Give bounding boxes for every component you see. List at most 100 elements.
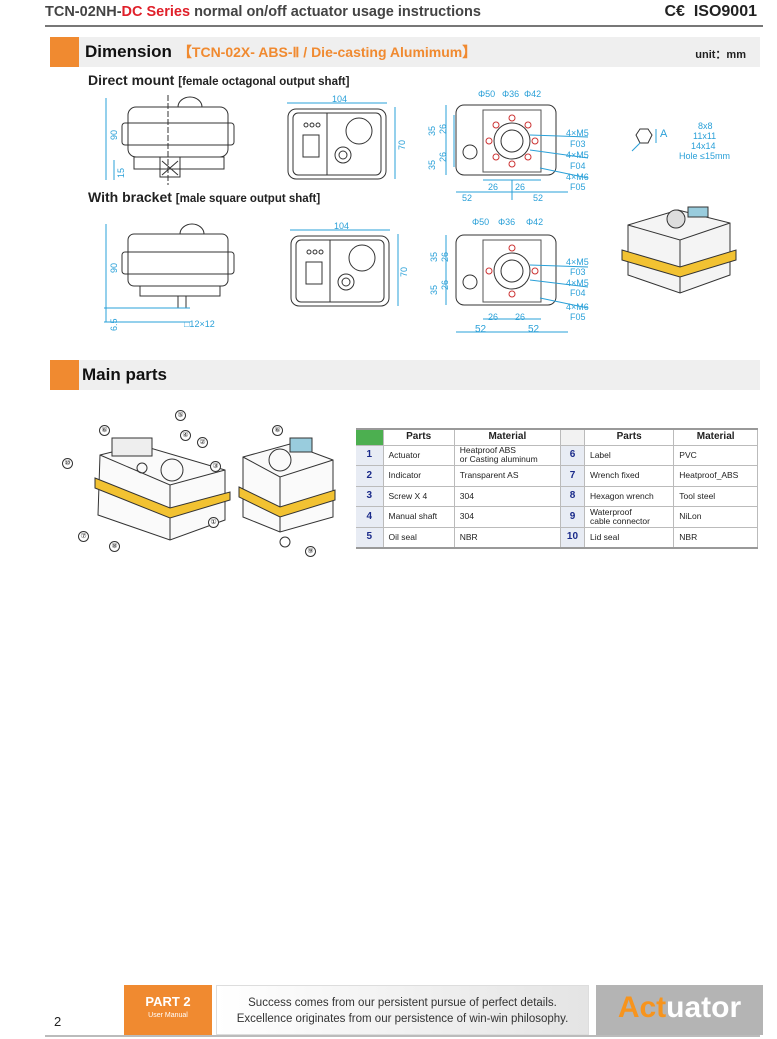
header-divider [45, 25, 763, 27]
with-bracket-heading: With bracket [male square output shaft] [88, 189, 320, 205]
flange-m5-f03-bracket: 4×M5 [566, 257, 589, 267]
dimension-title: Dimension [85, 42, 172, 61]
part-number: 1 [356, 445, 384, 466]
dimension-banner: Dimension 【TCN-02X- ABS-Ⅱ / Die-casting A… [50, 37, 760, 67]
part-name: Screw X 4 [383, 486, 455, 507]
dim-depth-70-bracket: 70 [399, 266, 409, 277]
octagonal-shaft-icon [631, 128, 657, 152]
dim-26-upper: 26 [438, 123, 448, 134]
flange-f04: F04 [570, 161, 586, 171]
unit-label: unit：mm [695, 49, 746, 61]
dim-phi50-bracket: Φ50 [472, 217, 490, 227]
part-name: Manual shaft [383, 506, 455, 528]
dim-phi42: Φ42 [524, 89, 542, 99]
table-spacer [560, 428, 585, 446]
dim-52-right-bracket: 52 [528, 324, 540, 335]
dim-height-6-5: 6.5 [109, 318, 119, 331]
flange-m6-f05-bracket: 4×M6 [566, 302, 589, 312]
bottom-view-direct-drawing [445, 104, 589, 200]
part-material: NBR [454, 527, 561, 549]
actuator-3d-image [621, 206, 737, 294]
dim-26-right-bracket: 26 [515, 312, 526, 322]
part-material: 304 [454, 506, 561, 528]
direct-mount-note: [female octagonal output shaft] [178, 76, 350, 88]
dim-26-left: 26 [488, 182, 499, 192]
bottom-view-bracket-drawing [445, 234, 589, 333]
callout-4: ④ [180, 430, 191, 441]
dim-35-upper: 35 [427, 125, 437, 136]
part-name: Indicator [383, 465, 455, 487]
part-material: NiLon [673, 506, 758, 528]
top-view-direct-drawing [287, 102, 396, 180]
dim-phi50: Φ50 [478, 89, 496, 99]
part-material: NBR [673, 527, 758, 549]
main-parts-title: Main parts [82, 365, 168, 384]
part-number: 5 [356, 527, 384, 549]
col-material-2: Material [673, 428, 758, 446]
callout-6-rear: ⑥ [272, 425, 283, 436]
banner-accent [50, 360, 79, 390]
part-number: 7 [560, 465, 585, 487]
dim-a: A [660, 128, 668, 140]
dim-52-left: 52 [462, 193, 473, 203]
dim-height-15: 15 [116, 167, 126, 178]
flange-m5-f04-bracket: 4×M5 [566, 278, 589, 288]
parts-front-drawing [94, 437, 231, 541]
size-11x11: 11x11 [693, 131, 717, 141]
iso-label: ISO9001 [693, 3, 757, 20]
square-size-list: 8x8 11x11 14x14 Hole ≤15mm [678, 122, 730, 161]
callout-5: ⑤ [175, 410, 186, 421]
callout-9: ⑨ [305, 546, 316, 557]
side-view-bracket-drawing [104, 223, 235, 323]
direct-mount-heading: Direct mount [female octagonal output sh… [88, 72, 349, 88]
callout-1: ① [208, 517, 219, 528]
dim-square-12: □12×12 [184, 319, 215, 329]
callout-6: ⑥ [99, 425, 110, 436]
flange-f05-bracket: F05 [570, 312, 586, 322]
dim-26-right: 26 [515, 182, 526, 192]
direct-mount-title: Direct mount [88, 72, 175, 88]
part-number: 2 [356, 465, 384, 487]
ce-mark-icon: C€ [664, 3, 685, 20]
part-material: Heatproof_ABS [673, 465, 758, 487]
part-name: Hexagon wrench [584, 486, 675, 507]
part-label: PART 2 [145, 994, 191, 1009]
hole-limit: Hole ≤15mm [679, 151, 730, 161]
parts-rear-drawing [238, 437, 336, 548]
brand-part-a: Act [617, 991, 667, 1024]
part-number: 3 [356, 486, 384, 507]
dim-52-right: 52 [533, 193, 544, 203]
callout-8: ⑧ [109, 541, 120, 552]
dim-width-104: 104 [332, 94, 348, 104]
part-material: Tool steel [673, 486, 758, 507]
part-material: Transparent AS [454, 465, 561, 487]
part-material: Heatproof ABS or Casting aluminum [454, 445, 561, 466]
footer-divider [45, 1035, 760, 1037]
with-bracket-title: With bracket [88, 189, 172, 205]
dim-35-upper-bracket: 35 [429, 251, 439, 262]
part-number: 10 [560, 527, 585, 549]
slogan-line-1: Success comes from our persistent pursue… [248, 997, 557, 1009]
dim-26-upper-bracket: 26 [440, 251, 450, 262]
dim-phi36-bracket: Φ36 [498, 217, 516, 227]
series-name: DC Series [121, 4, 191, 20]
dimension-subtitle: 【TCN-02X- ABS-Ⅱ / Die-casting Alumimum】 [177, 44, 477, 60]
dim-width-104-bracket: 104 [334, 221, 350, 231]
flange-f03: F03 [570, 139, 586, 149]
main-parts-banner: Main parts [50, 360, 760, 390]
table-corner [356, 428, 384, 446]
flange-f05: F05 [570, 182, 586, 192]
flange-m5-f03: 4×M5 [566, 128, 589, 138]
part-number: 6 [560, 445, 585, 466]
dim-depth-70: 70 [397, 139, 407, 150]
callout-2: ② [197, 437, 208, 448]
part-number: 4 [356, 506, 384, 528]
size-14x14: 14x14 [691, 141, 716, 151]
with-bracket-note: [male square output shaft] [175, 193, 321, 205]
size-8x8: 8x8 [698, 121, 713, 131]
dim-26-lower: 26 [438, 151, 448, 162]
